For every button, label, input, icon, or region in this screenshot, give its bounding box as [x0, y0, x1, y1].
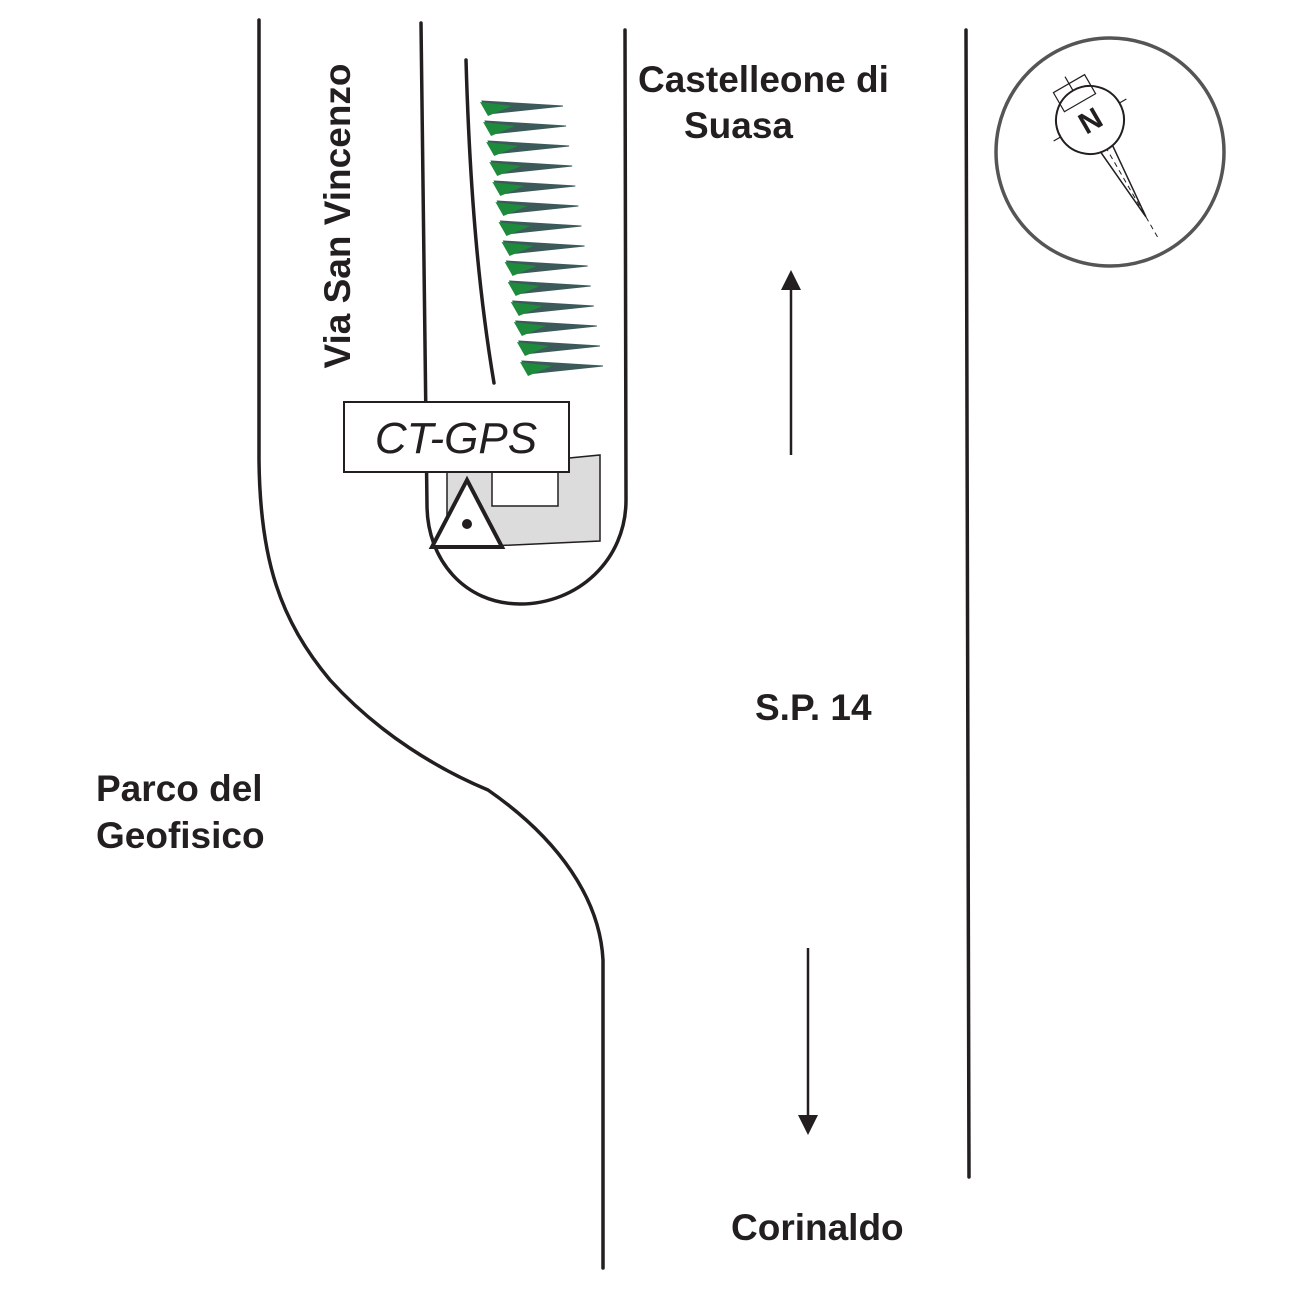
station-name: CT-GPS: [375, 414, 537, 463]
left-road-edge: [257, 18, 605, 1270]
direction-arrows: [781, 270, 818, 1135]
tree-crown-icon: [486, 142, 519, 156]
tree-row-icon: [480, 100, 604, 376]
tree-crown-icon: [495, 202, 528, 216]
road-label-sp14: S.P. 14: [755, 687, 872, 728]
tree-crown-icon: [480, 102, 512, 116]
street-label-via-san-vincenzo: Via San Vincenzo: [317, 63, 358, 368]
tree-crown-icon: [507, 282, 540, 296]
tree-crown-icon: [520, 362, 552, 376]
compass-rose-icon: N: [994, 36, 1226, 268]
tree-crown-icon: [513, 322, 546, 336]
tree-crown-icon: [504, 262, 537, 276]
tree-crown-icon: [489, 162, 522, 176]
inner-curve-line: [464, 58, 496, 385]
tree-crown-icon: [516, 342, 549, 356]
roads: [257, 18, 971, 1270]
triangle-dot-icon: [428, 475, 506, 549]
right-road-edge: [964, 28, 971, 1179]
tree-crown-icon: [492, 182, 525, 196]
place-label-corinaldo: Corinaldo: [731, 1207, 904, 1248]
place-label-parco-line1: Parco del: [96, 768, 263, 809]
building-inner-block: [491, 471, 559, 507]
place-label-parco-line2: Geofisico: [96, 815, 265, 856]
place-label-castelleone-line1: Castelleone di: [638, 59, 889, 100]
tree-crown-icon: [501, 242, 534, 256]
place-label-castelleone-line2: Suasa: [684, 105, 793, 146]
tree-crown-icon: [498, 222, 531, 236]
tree-crown-icon: [483, 122, 516, 136]
tree-crown-icon: [510, 302, 543, 316]
station-label-box: [343, 401, 570, 473]
station-label: CT-GPS: [343, 401, 570, 473]
place-labels: Via San Vincenzo Castelleone di Suasa S.…: [96, 59, 904, 1248]
